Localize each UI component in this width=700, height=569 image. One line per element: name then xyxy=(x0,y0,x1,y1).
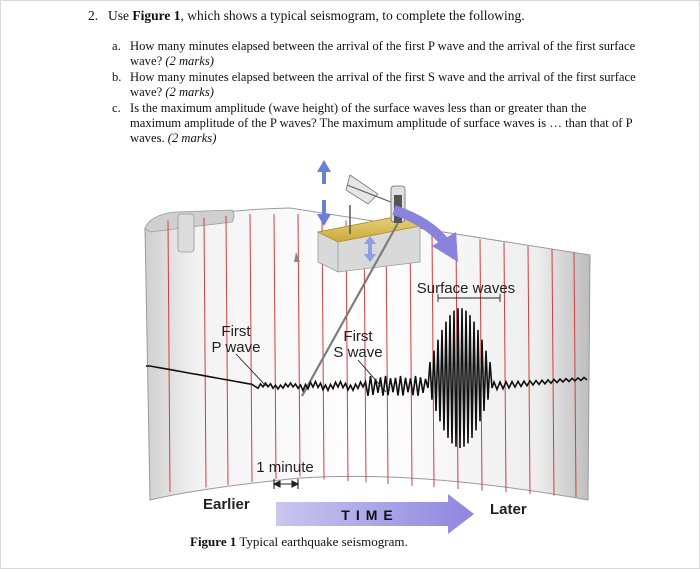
seismogram-trace xyxy=(146,308,588,449)
subquestion-text: How many minutes elapsed between the arr… xyxy=(130,39,636,68)
time-label: TIME xyxy=(341,507,398,523)
figure-caption: Figure 1 Typical earthquake seismogram. xyxy=(190,534,408,550)
minute-grid-line xyxy=(573,252,577,498)
minute-grid-line xyxy=(203,217,207,488)
minute-grid-line xyxy=(527,245,531,494)
figure-ref: Figure 1 xyxy=(132,8,181,23)
subquestion-text: How many minutes elapsed between the arr… xyxy=(130,70,636,99)
minute-grid-line xyxy=(503,242,507,493)
minute-grid-line xyxy=(225,215,229,485)
first-p-wave-label-2: P wave xyxy=(212,339,261,356)
first-p-wave-label: First xyxy=(221,323,251,340)
later-label: Later xyxy=(490,501,527,518)
minute-grid-line xyxy=(167,220,171,492)
subquestion-text: Is the maximum amplitude (wave height) o… xyxy=(130,101,633,145)
callout-lines xyxy=(235,294,501,393)
subquestion-label: b. xyxy=(112,70,122,84)
first-s-wave-label: First xyxy=(343,328,373,345)
minute-grid-line xyxy=(273,213,277,480)
stem-prefix: Use xyxy=(108,8,133,23)
minute-grid-line xyxy=(409,229,413,486)
question-number: 2. xyxy=(88,8,99,23)
minute-grid-line xyxy=(249,213,253,483)
subquestion-label: c. xyxy=(112,101,121,115)
marks: (2 marks) xyxy=(167,131,217,145)
question-stem: Use Figure 1, which shows a typical seis… xyxy=(108,8,525,24)
recording-drum xyxy=(144,207,591,501)
motion-arrows xyxy=(317,160,458,262)
one-minute-label: 1 minute xyxy=(256,459,314,476)
minute-grid-line xyxy=(297,213,301,477)
first-s-wave-label-2: S wave xyxy=(333,344,382,361)
marks: (2 marks) xyxy=(165,85,214,99)
surface-waves-label: Surface waves xyxy=(417,280,515,297)
time-arrow: TIME xyxy=(276,494,474,534)
earlier-label: Earlier xyxy=(203,496,250,513)
caption-label: Figure 1 xyxy=(190,534,237,549)
minute-grid-line xyxy=(551,249,555,496)
marks: (2 marks) xyxy=(165,54,214,68)
stem-suffix: , which shows a typical seismogram, to c… xyxy=(180,8,525,23)
caption-text: Typical earthquake seismogram. xyxy=(239,534,408,549)
subquestion-label: a. xyxy=(112,39,121,53)
one-minute-scale-bar xyxy=(272,479,300,489)
minute-grid-line xyxy=(385,226,389,485)
